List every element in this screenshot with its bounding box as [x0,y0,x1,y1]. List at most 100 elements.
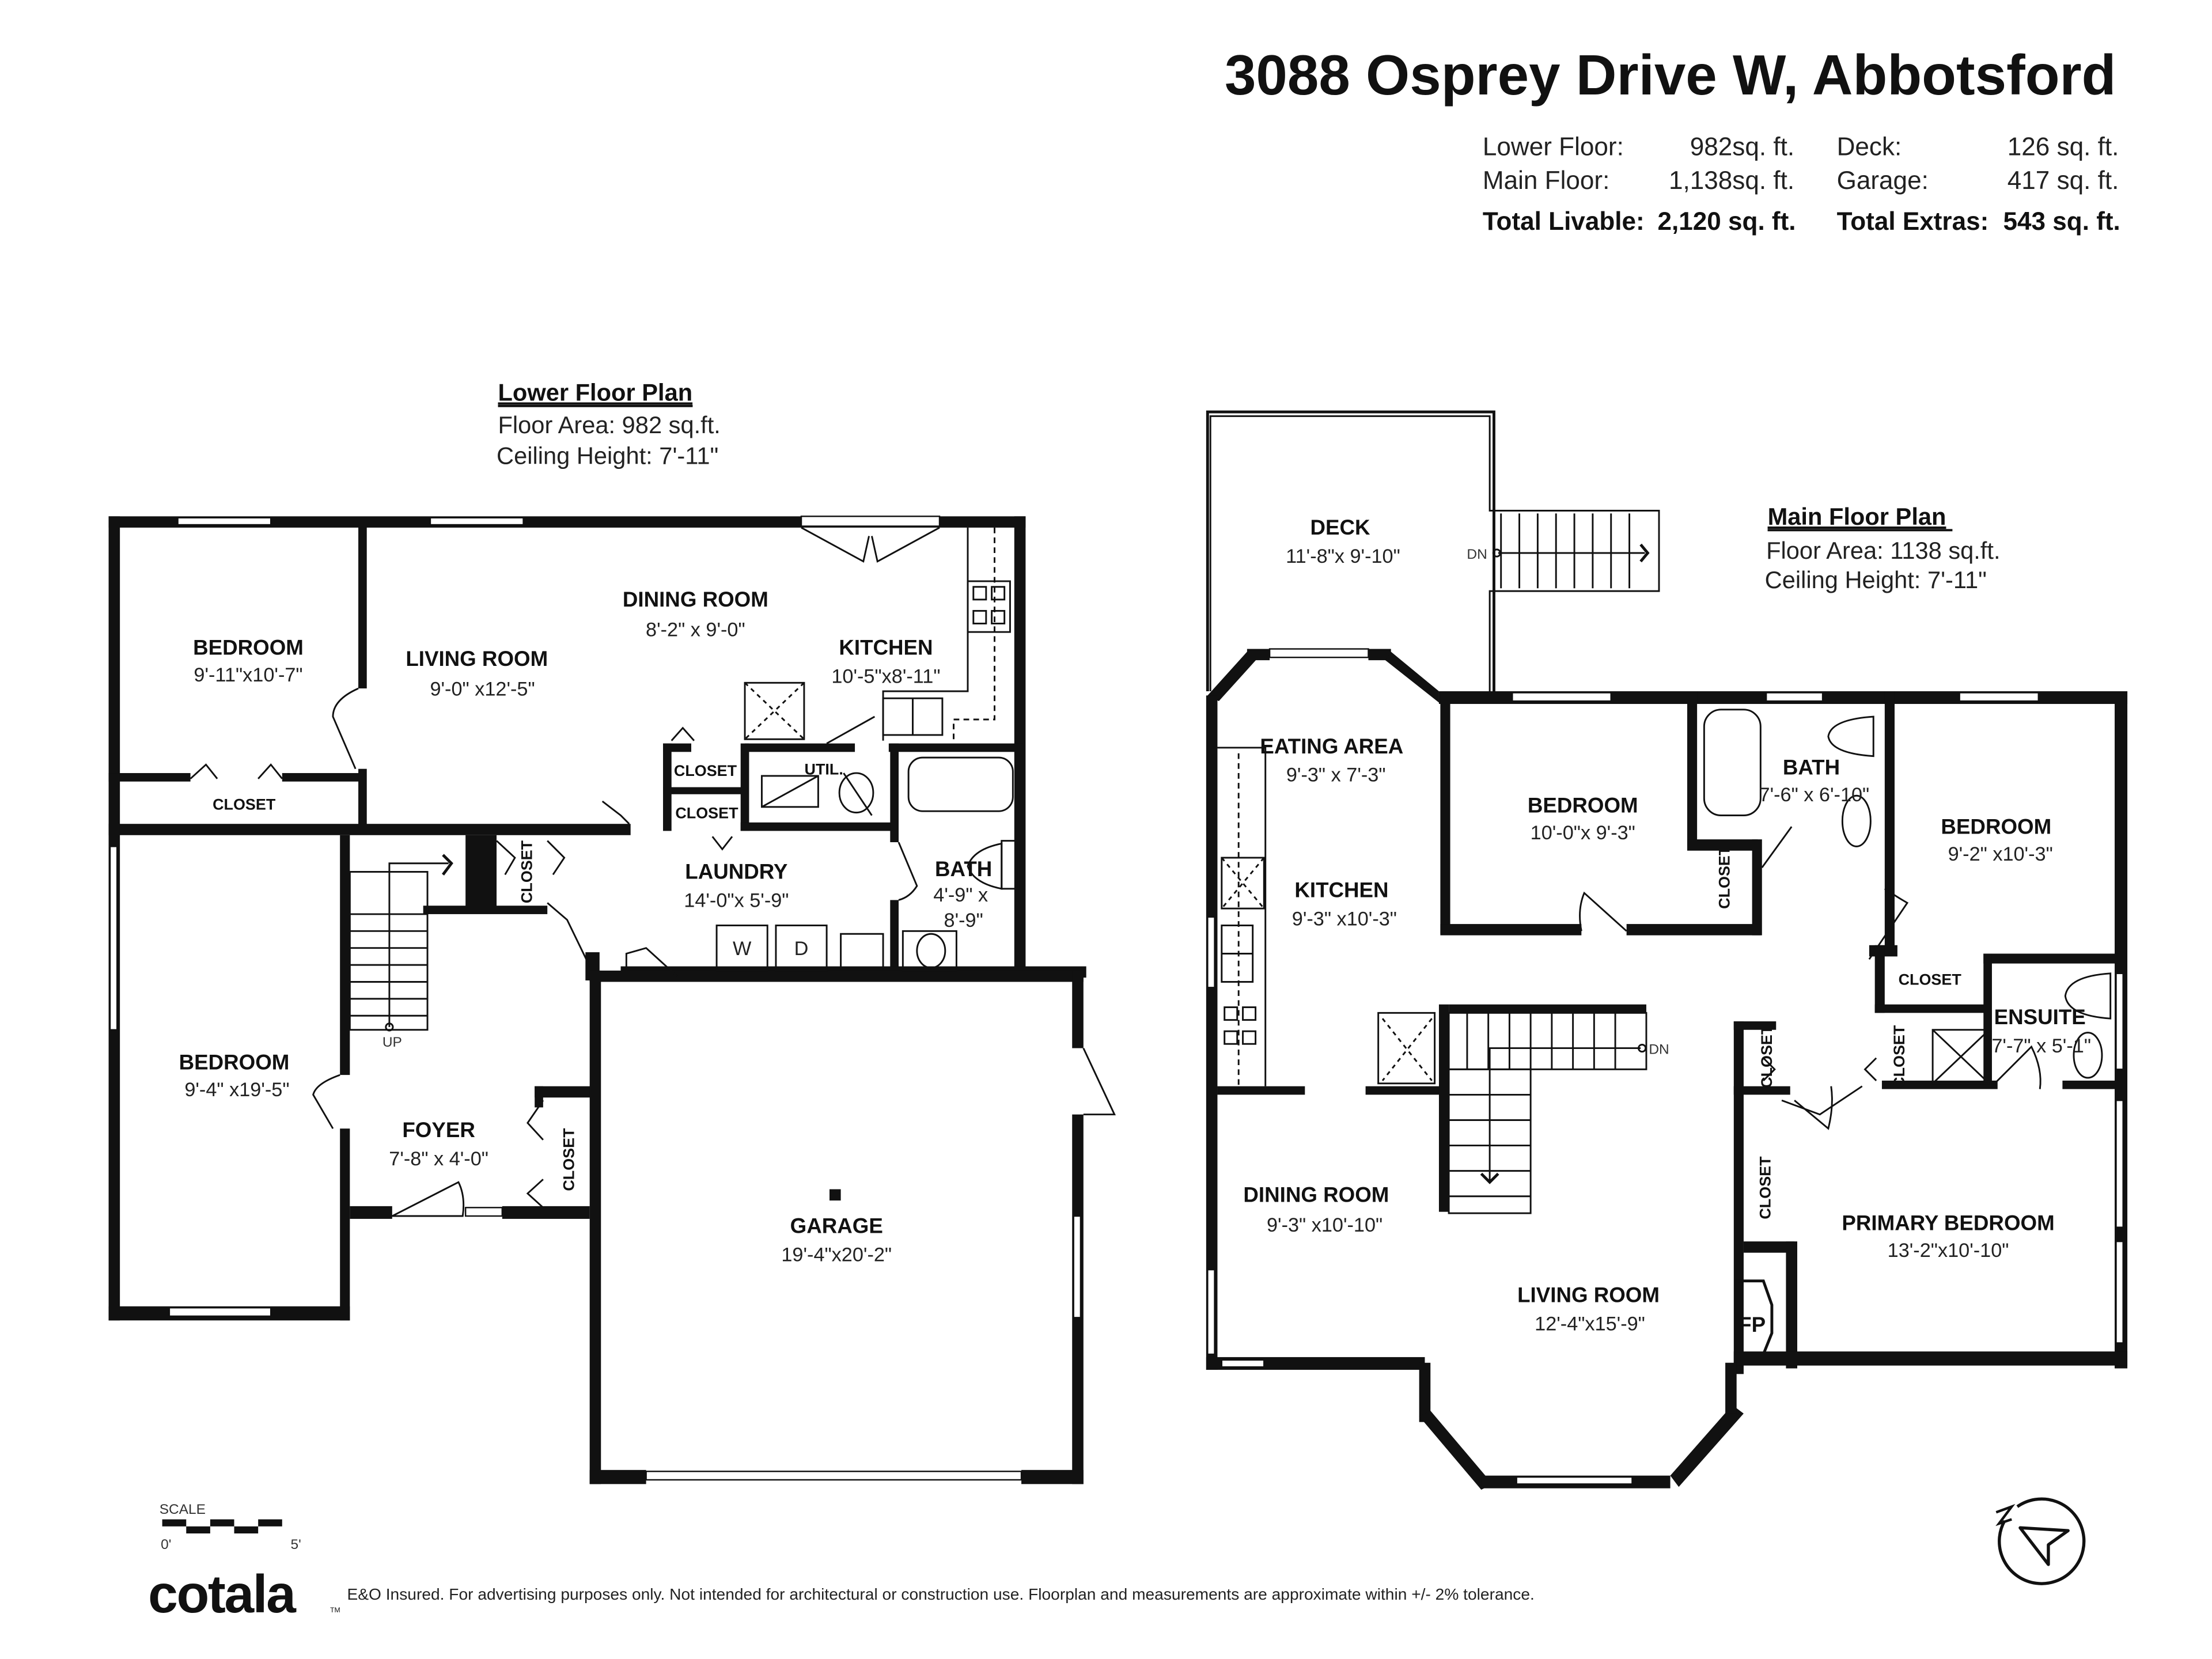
main-stairs: DN [1448,1012,1669,1214]
lower-stairs: UP [349,854,453,1050]
room-dims: 8'-2" x 9'-0" [646,619,745,641]
footer: SCALE 0' 5' cotala TM E&O Insured. For a… [148,1497,2086,1624]
deck-outline: DN [1206,410,1660,691]
room-dims: 7'-7" x 5'-1" [1991,1035,2091,1057]
deck-stairs-dn-label: DN [1467,547,1487,562]
room-name: EATING AREA [1260,734,1403,758]
disclaimer: E&O Insured. For advertising purposes on… [347,1585,1534,1603]
fridge-icon [744,681,805,740]
stat-lower-floor-label: Lower Floor: [1483,132,1624,161]
room-dims: 9'-3" x10'-10" [1267,1214,1382,1236]
dryer-label: D [794,938,809,960]
stairs-dn-label: DN [1649,1041,1669,1057]
fireplace-icon [1735,1279,1774,1356]
stat-total-extras-label: Total Extras: [1837,207,1989,236]
room-dims: 11'-8"x 9'-10" [1286,546,1400,567]
main-walls [1206,648,2128,1490]
room-dims: 9'-0" x12'-5" [430,678,535,700]
ensuite-sink-icon [2073,1032,2103,1079]
deck-stairs: DN [1467,513,1650,589]
room-dims: 9'-11"x10'-7" [194,664,302,686]
shower-icon [1931,1029,1990,1085]
room-name: BEDROOM [1941,815,2051,838]
stat-garage-value: 417 sq. ft. [2008,166,2119,195]
stat-deck-label: Deck: [1837,132,1902,161]
room-dims: 4'-9" x [933,884,988,906]
stat-main-floor-label: Main Floor: [1483,166,1609,195]
main-floor-plan: Main Floor Plan Floor Area: 1138 sq.ft. … [1206,410,2128,1490]
washer-label: W [733,938,752,960]
water-heater-icon [760,775,819,808]
room-name: GARAGE [790,1214,883,1237]
stat-total-livable-label: Total Livable: [1483,207,1645,236]
room-name: KITCHEN [1294,878,1388,902]
door-bedroom1 [332,687,359,770]
stat-total-livable-value: 2,120 sq. ft. [1657,207,1796,236]
washer-icon [715,925,768,972]
stove-burners-icon [972,586,1006,624]
room-name: CLOSET [674,762,737,779]
north-arrow-icon [1995,1497,2086,1585]
room-dims: 10'-0"x 9'-3" [1531,822,1635,844]
dryer-icon [775,925,828,972]
room-dims: 7'-6" x 6'-10" [1759,784,1870,806]
room-dims: 7'-8" x 4'-0" [389,1148,488,1170]
room-dims: 10'-5"x8'-11" [831,665,940,687]
room-name: CLOSET [1715,846,1733,909]
scale-end: 5' [290,1537,301,1552]
room-dims: 13'-2"x10'-10" [1888,1240,2009,1262]
stairs-up-label: UP [382,1035,402,1050]
room-name: CLOSET [1899,971,1962,988]
room-name: BATH [1783,755,1840,779]
room-name: DINING ROOM [623,588,768,611]
header: 3088 Osprey Drive W, Abbotsford Lower Fl… [1225,43,2120,236]
room-name: CLOSET [1756,1156,1774,1219]
room-name: DINING ROOM [1243,1183,1389,1207]
room-name: CLOSET [518,840,535,903]
stat-main-floor-value: 1,138sq. ft. [1669,166,1794,195]
room-name: CLOSET [560,1128,578,1191]
bathtub-icon [1703,709,1762,816]
lower-plan-ceiling-height: Ceiling Height: 7'-11" [497,442,718,469]
lower-fixtures: W D UP [190,527,1116,1217]
toilet-icon [1827,715,1874,757]
room-dims: 12'-4"x15'-9" [1535,1313,1645,1335]
lower-floor-plan: Lower Floor Plan Floor Area: 982 sq.ft. … [108,379,1116,1484]
stove-burners-icon [1224,1006,1257,1045]
cotala-logo: cotala [148,1564,297,1624]
laundry-sink-icon [840,933,884,969]
bath-sink-icon [1841,794,1872,847]
room-name: LIVING ROOM [406,647,548,671]
room-dims: 19'-4"x20'-2" [781,1244,892,1266]
main-fixtures: DN [1217,709,2112,1214]
lower-room-labels: BEDROOM 9'-11"x10'-7" LIVING ROOM 9'-0" … [179,588,993,1266]
room-name: CLOSET [1891,1025,1908,1088]
lower-plan-title: Lower Floor Plan [498,379,692,406]
room-dims: 14'-0"x 5'-9" [684,890,789,912]
room-name: CLOSET [213,796,276,813]
scale-start: 0' [161,1537,171,1552]
room-name: LIVING ROOM [1517,1283,1660,1306]
stat-deck-value: 126 sq. ft. [2008,132,2119,161]
room-name: ENSUITE [1994,1005,2086,1029]
lower-plan-floor-area: Floor Area: 982 sq.ft. [498,411,720,438]
logo-trademark: TM [330,1606,340,1614]
main-plan-floor-area: Floor Area: 1138 sq.ft. [1766,537,2000,564]
room-name: KITCHEN [839,635,933,659]
room-name: PRIMARY BEDROOM [1842,1211,2054,1235]
furnace-icon [838,772,874,814]
room-dims: 8'-9" [944,910,983,931]
stat-lower-floor-value: 982sq. ft. [1690,132,1794,161]
room-name: BATH [935,857,992,881]
room-dims: 9'-3" x10'-3" [1292,908,1397,930]
stair-arrow-icon [1480,1172,1499,1184]
stair-arrow-icon [442,854,453,876]
room-name: CLOSET [675,804,738,821]
cooktop-icon [1221,857,1265,910]
stat-garage-label: Garage: [1837,166,1929,195]
scale-bar: SCALE 0' 5' [160,1502,301,1552]
room-name: FOYER [402,1118,475,1142]
main-plan-ceiling-height: Ceiling Height: 7'-11" [1765,566,1987,593]
toilet-icon [967,842,1003,890]
